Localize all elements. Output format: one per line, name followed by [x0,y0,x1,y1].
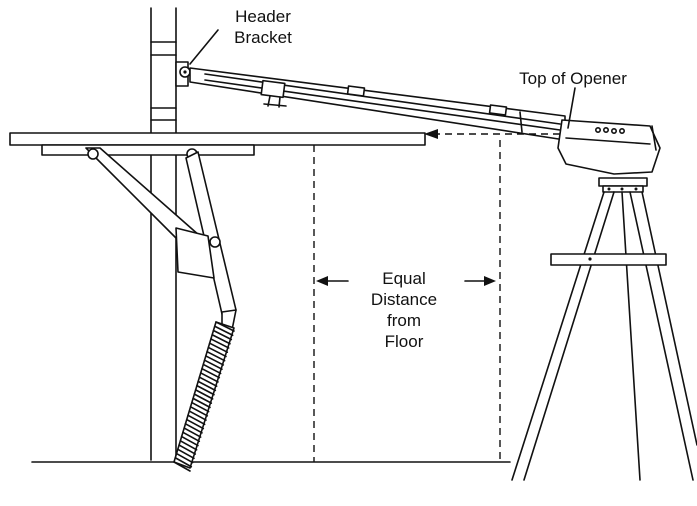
spring-coil [210,338,230,349]
spring-coil [187,414,206,426]
spring-coil [202,363,222,375]
header-bracket [175,61,191,87]
spring-coil [213,325,234,337]
equal-distance-label: Equal Distance from Floor [336,268,472,352]
spring-coil [196,384,215,396]
spring-coil [177,448,195,460]
spring-coil [193,393,213,404]
spring-coil [178,444,197,455]
reference-board [9,132,426,146]
top-of-opener-leader [567,87,576,129]
spring-coil [192,397,211,409]
spring-coil [188,410,207,421]
spring-coil [197,380,217,392]
level-arrowhead [424,129,438,139]
equal-distance-arrows [316,276,496,286]
spring-coil [215,321,235,332]
spring-coil [203,359,223,370]
spring-coil [175,452,194,464]
spring-coil [189,406,209,417]
spring-coil [180,435,199,447]
equal-distance-label-line: from [387,311,421,330]
ladder [511,177,697,481]
door-spring [173,321,235,472]
spring-coil [198,376,218,387]
door-top-rail [41,144,255,156]
header-bracket-label-line: Header [235,7,291,26]
equal-distance-label-line: Distance [370,290,438,309]
spring-coil [207,346,227,358]
spring-coil [201,367,221,379]
spring-coil [194,389,214,400]
header-bracket-leader [189,29,219,65]
spring-coil [205,355,225,366]
spring-coil [179,439,198,451]
spring-coil [206,350,226,362]
spring-coil [173,461,191,472]
equal-distance-label-line: Equal [382,269,426,288]
opener-head [557,119,661,175]
spring-coil [191,401,210,413]
spring-coil [184,423,203,434]
spring-coil [212,329,233,341]
spring-coil [211,333,231,345]
spring-coil [183,427,202,438]
spring-coil [182,431,201,443]
header-bracket-label: Header Bracket [218,6,308,48]
spring-coil [174,456,193,468]
opener-rail [189,67,566,141]
door-arm [85,147,237,331]
spring-coil [208,342,229,354]
top-of-opener-label: Top of Opener [519,69,627,88]
header-bracket-label-line: Bracket [234,28,292,47]
spring-coil [185,418,205,430]
equal-distance-label-line: Floor [384,332,424,351]
spring-coil [199,372,219,383]
